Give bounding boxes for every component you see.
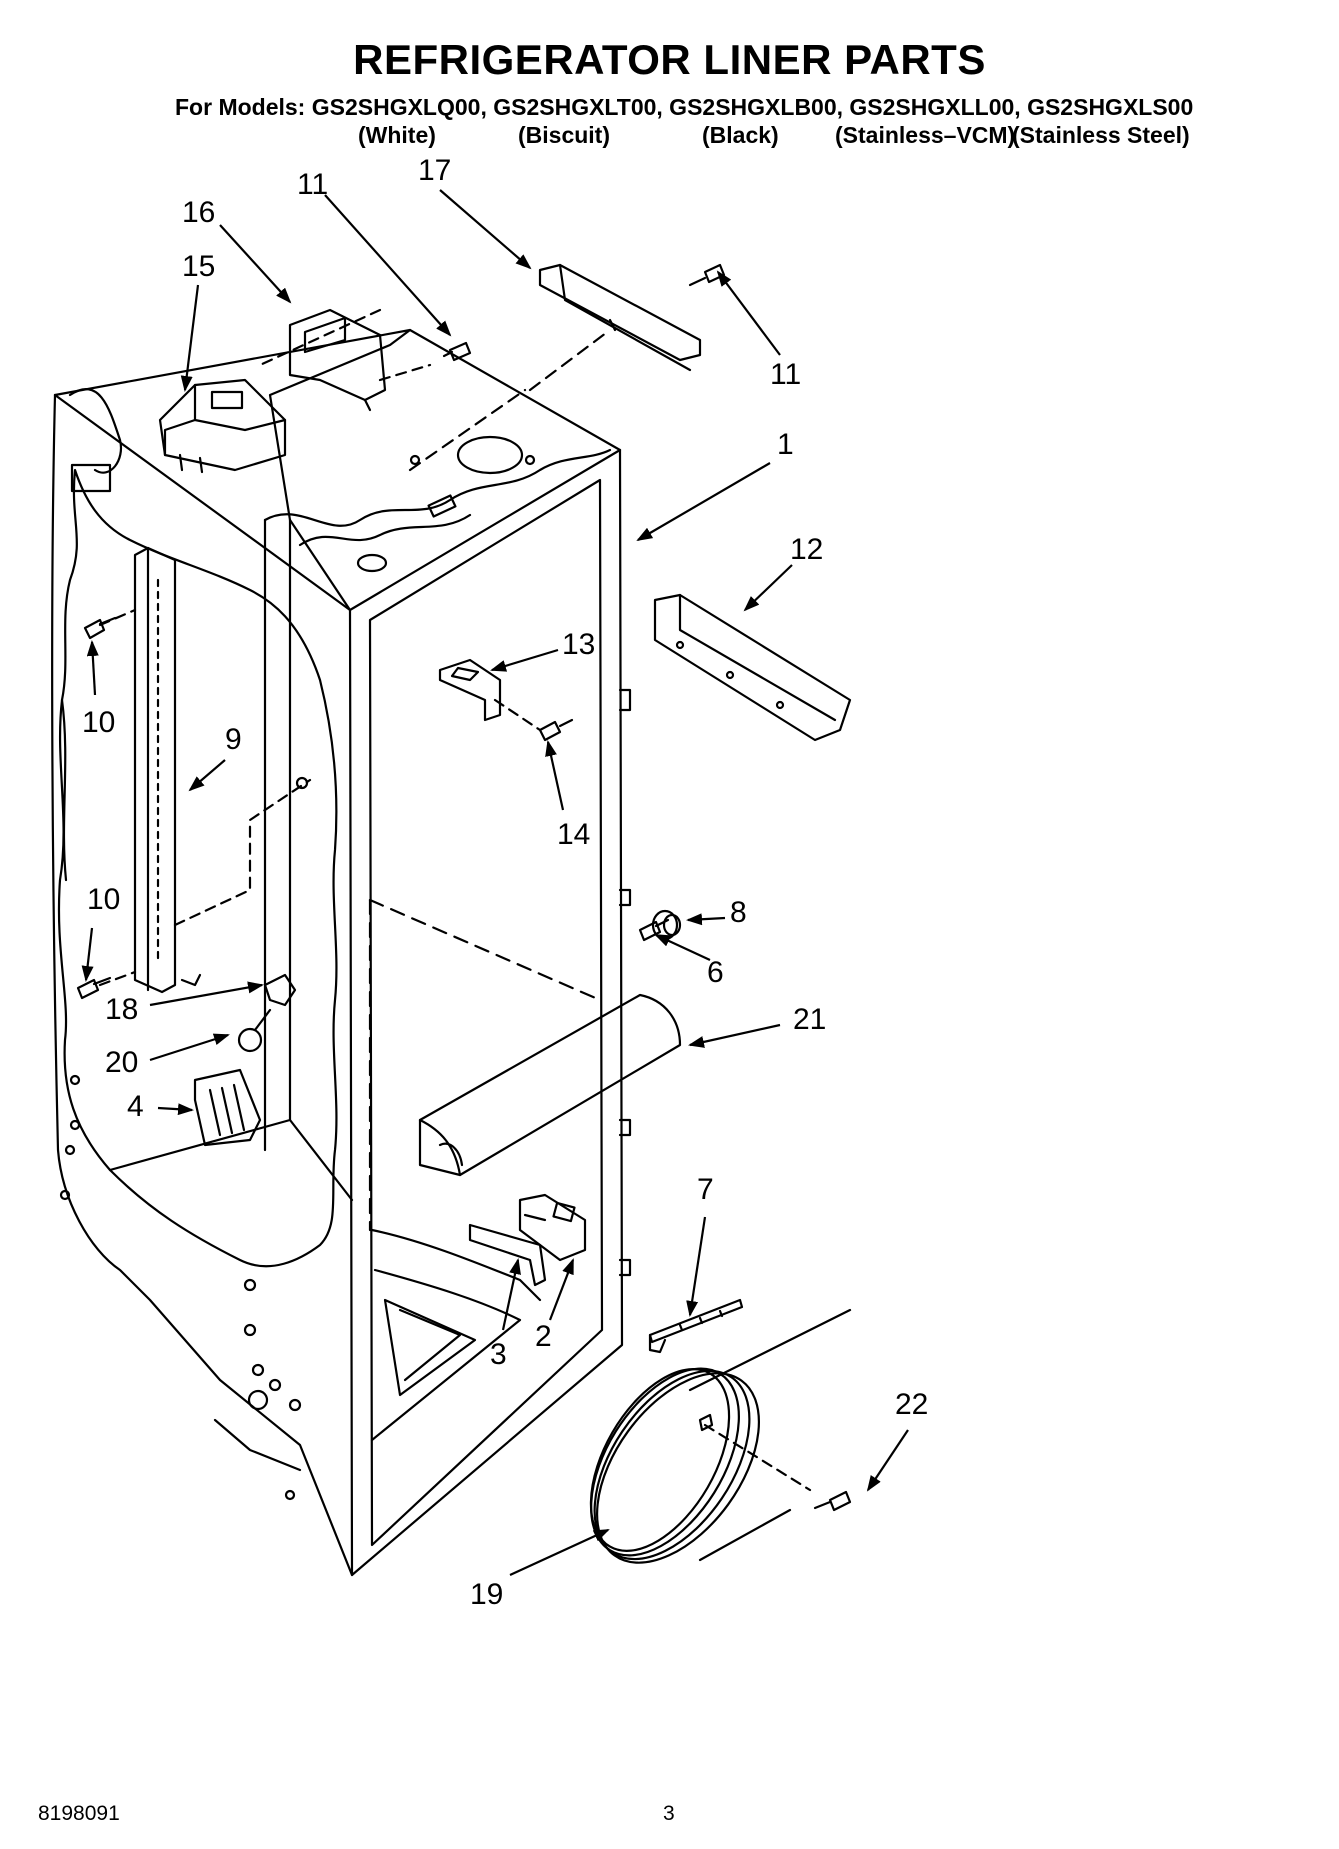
vent-4 bbox=[193, 1068, 262, 1147]
screw-14 bbox=[538, 718, 574, 742]
page-title: REFRIGERATOR LINER PARTS bbox=[353, 36, 986, 83]
callout-13: 13 bbox=[562, 628, 596, 661]
screw-10-lower bbox=[76, 976, 112, 1000]
callout-9: 9 bbox=[225, 723, 242, 756]
screw-11-left bbox=[442, 341, 472, 362]
callout-7: 7 bbox=[697, 1173, 714, 1206]
hole bbox=[295, 776, 309, 790]
screw-22 bbox=[813, 1490, 852, 1512]
color-stainless-vcm: (Stainless–VCM) bbox=[835, 122, 1016, 148]
screw-10-upper bbox=[83, 616, 117, 640]
control-housing-15 bbox=[158, 378, 287, 474]
shelf-rail bbox=[133, 546, 177, 994]
callout-15: 15 bbox=[182, 250, 216, 283]
callout-12: 12 bbox=[790, 533, 824, 566]
bracket-2 bbox=[518, 1193, 587, 1262]
callout-21: 21 bbox=[793, 1003, 827, 1036]
callout-11-top: 11 bbox=[297, 168, 329, 201]
bracket-3 bbox=[468, 1223, 547, 1287]
document-number: 8198091 bbox=[38, 1802, 120, 1825]
cable-tie-7 bbox=[648, 1298, 744, 1354]
trim-12 bbox=[653, 593, 852, 742]
bracket-16 bbox=[288, 308, 387, 412]
callout-19: 19 bbox=[470, 1578, 504, 1611]
callout-20: 20 bbox=[105, 1046, 139, 1079]
cover-21 bbox=[418, 993, 682, 1177]
callout-18: 18 bbox=[105, 993, 139, 1026]
liner-assembly bbox=[51, 328, 632, 1577]
callout-10-lower: 10 bbox=[87, 883, 121, 916]
callout-16: 16 bbox=[182, 196, 216, 229]
bracket-13 bbox=[438, 658, 502, 722]
callout-11-right: 11 bbox=[770, 358, 802, 391]
callout-2: 2 bbox=[535, 1320, 552, 1353]
callout-4: 4 bbox=[127, 1090, 144, 1123]
color-black: (Black) bbox=[702, 122, 779, 148]
bulb-20 bbox=[237, 1008, 272, 1053]
water-tube-coil-19 bbox=[589, 1308, 852, 1564]
page-number: 3 bbox=[663, 1802, 675, 1825]
models-line: For Models: GS2SHGXLQ00, GS2SHGXLT00, GS… bbox=[175, 94, 1194, 120]
screw-6 bbox=[638, 918, 670, 942]
callout-1: 1 bbox=[777, 428, 794, 461]
callout-8: 8 bbox=[730, 896, 747, 929]
callout-6: 6 bbox=[707, 956, 724, 989]
callout-3: 3 bbox=[490, 1338, 507, 1371]
lamp-socket-18 bbox=[180, 973, 297, 1007]
callout-22: 22 bbox=[895, 1388, 929, 1421]
callout-10-upper: 10 bbox=[82, 706, 116, 739]
color-biscuit: (Biscuit) bbox=[518, 122, 610, 148]
color-stainless-steel: (Stainless Steel) bbox=[1012, 122, 1190, 148]
callout-17: 17 bbox=[418, 154, 452, 187]
channel-17 bbox=[538, 263, 702, 372]
callout-14: 14 bbox=[557, 818, 591, 851]
color-white: (White) bbox=[358, 122, 436, 148]
